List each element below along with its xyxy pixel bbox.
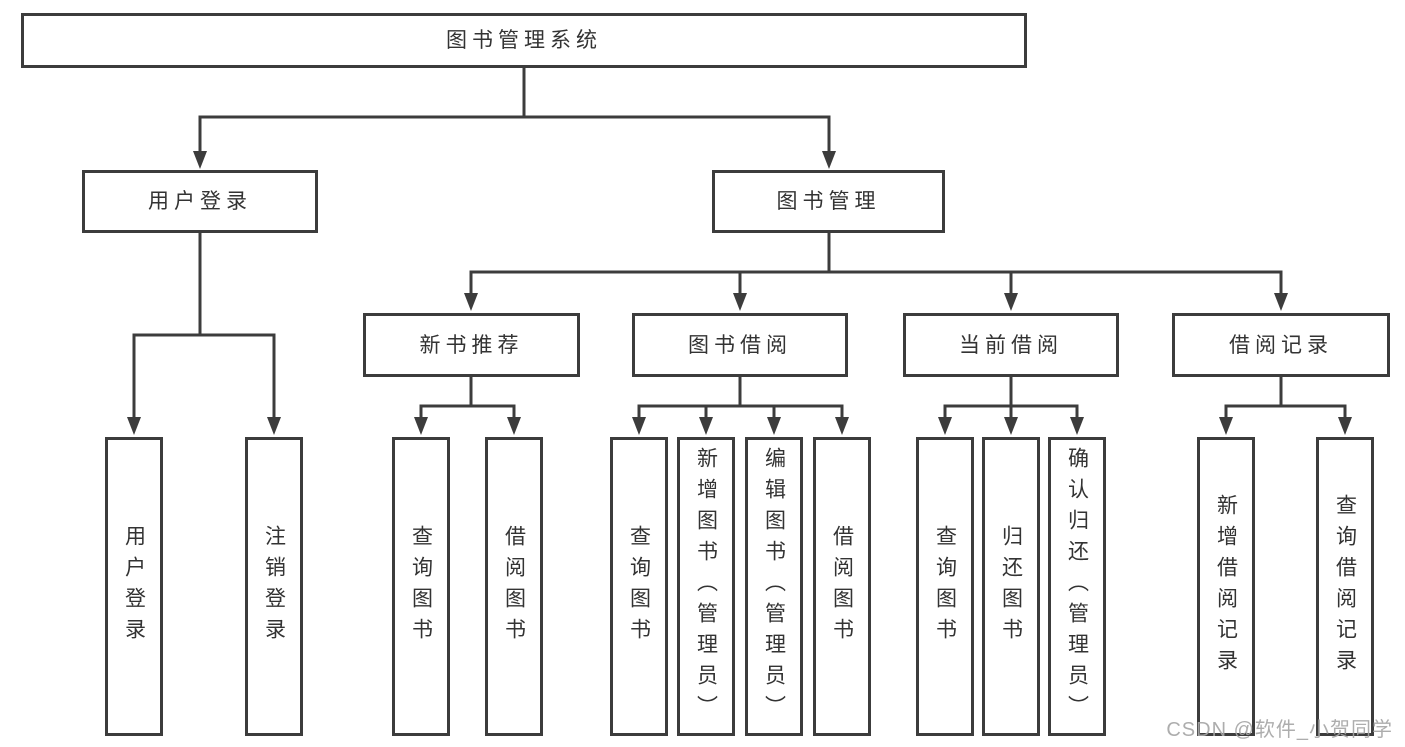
node-leaf-edit-book-admin-label: 编辑图书（管理员） [762, 447, 786, 726]
node-leaf-borrow-book-2-label: 借阅图书 [830, 524, 854, 649]
node-leaf-query-book-1-label: 查询图书 [409, 524, 433, 649]
node-root: 图书管理系统 [21, 13, 1027, 68]
node-leaf-return-book-label: 归还图书 [999, 524, 1023, 649]
node-leaf-query-book-3: 查询图书 [916, 437, 974, 736]
edges-current-borrow [938, 375, 1084, 435]
node-leaf-user-login-label: 用户登录 [122, 524, 146, 649]
node-book-management-label: 图书管理 [776, 190, 881, 213]
node-user-login: 用户登录 [82, 170, 318, 233]
node-leaf-add-borrow-record-label: 新增借阅记录 [1214, 493, 1238, 680]
node-leaf-add-borrow-record: 新增借阅记录 [1197, 437, 1255, 736]
node-current-borrow-label: 当前借阅 [959, 333, 1063, 357]
node-leaf-query-borrow-record-label: 查询借阅记录 [1333, 493, 1357, 680]
node-leaf-add-book-admin: 新增图书（管理员） [677, 437, 735, 736]
edges-root [193, 66, 836, 169]
node-new-book-recommend: 新书推荐 [363, 313, 580, 377]
node-leaf-return-book: 归还图书 [982, 437, 1040, 736]
node-current-borrow: 当前借阅 [903, 313, 1119, 377]
node-leaf-query-book-1: 查询图书 [392, 437, 450, 736]
node-leaf-borrow-book-1-label: 借阅图书 [502, 524, 526, 649]
edges-book-management [464, 231, 1288, 311]
node-borrow-records: 借阅记录 [1172, 313, 1390, 377]
node-leaf-edit-book-admin: 编辑图书（管理员） [745, 437, 803, 736]
node-leaf-logout-label: 注销登录 [262, 524, 286, 649]
node-book-borrow-label: 图书借阅 [688, 333, 792, 357]
watermark: CSDN @软件_小贺同学 [1166, 719, 1393, 741]
node-leaf-add-book-admin-label: 新增图书（管理员） [694, 447, 718, 726]
node-leaf-query-book-2: 查询图书 [610, 437, 668, 736]
edges-new-book-recommend [414, 375, 521, 435]
node-book-management: 图书管理 [712, 170, 945, 233]
node-root-label: 图书管理系统 [446, 29, 602, 52]
node-user-login-label: 用户登录 [148, 190, 252, 213]
node-leaf-query-book-3-label: 查询图书 [933, 524, 957, 649]
node-leaf-borrow-book-1: 借阅图书 [485, 437, 543, 736]
node-new-book-recommend-label: 新书推荐 [419, 333, 524, 357]
node-leaf-borrow-book-2: 借阅图书 [813, 437, 871, 736]
node-borrow-records-label: 借阅记录 [1229, 333, 1333, 357]
node-leaf-confirm-return-admin: 确认归还（管理员） [1048, 437, 1106, 736]
edges-borrow-records [1219, 375, 1352, 435]
node-leaf-logout: 注销登录 [245, 437, 303, 736]
node-leaf-user-login: 用户登录 [105, 437, 163, 736]
node-leaf-query-book-2-label: 查询图书 [627, 524, 651, 649]
edges-book-borrow [632, 375, 849, 435]
node-leaf-query-borrow-record: 查询借阅记录 [1316, 437, 1374, 736]
node-book-borrow: 图书借阅 [632, 313, 848, 377]
edges-user-login [127, 231, 281, 435]
node-leaf-confirm-return-admin-label: 确认归还（管理员） [1065, 447, 1089, 726]
